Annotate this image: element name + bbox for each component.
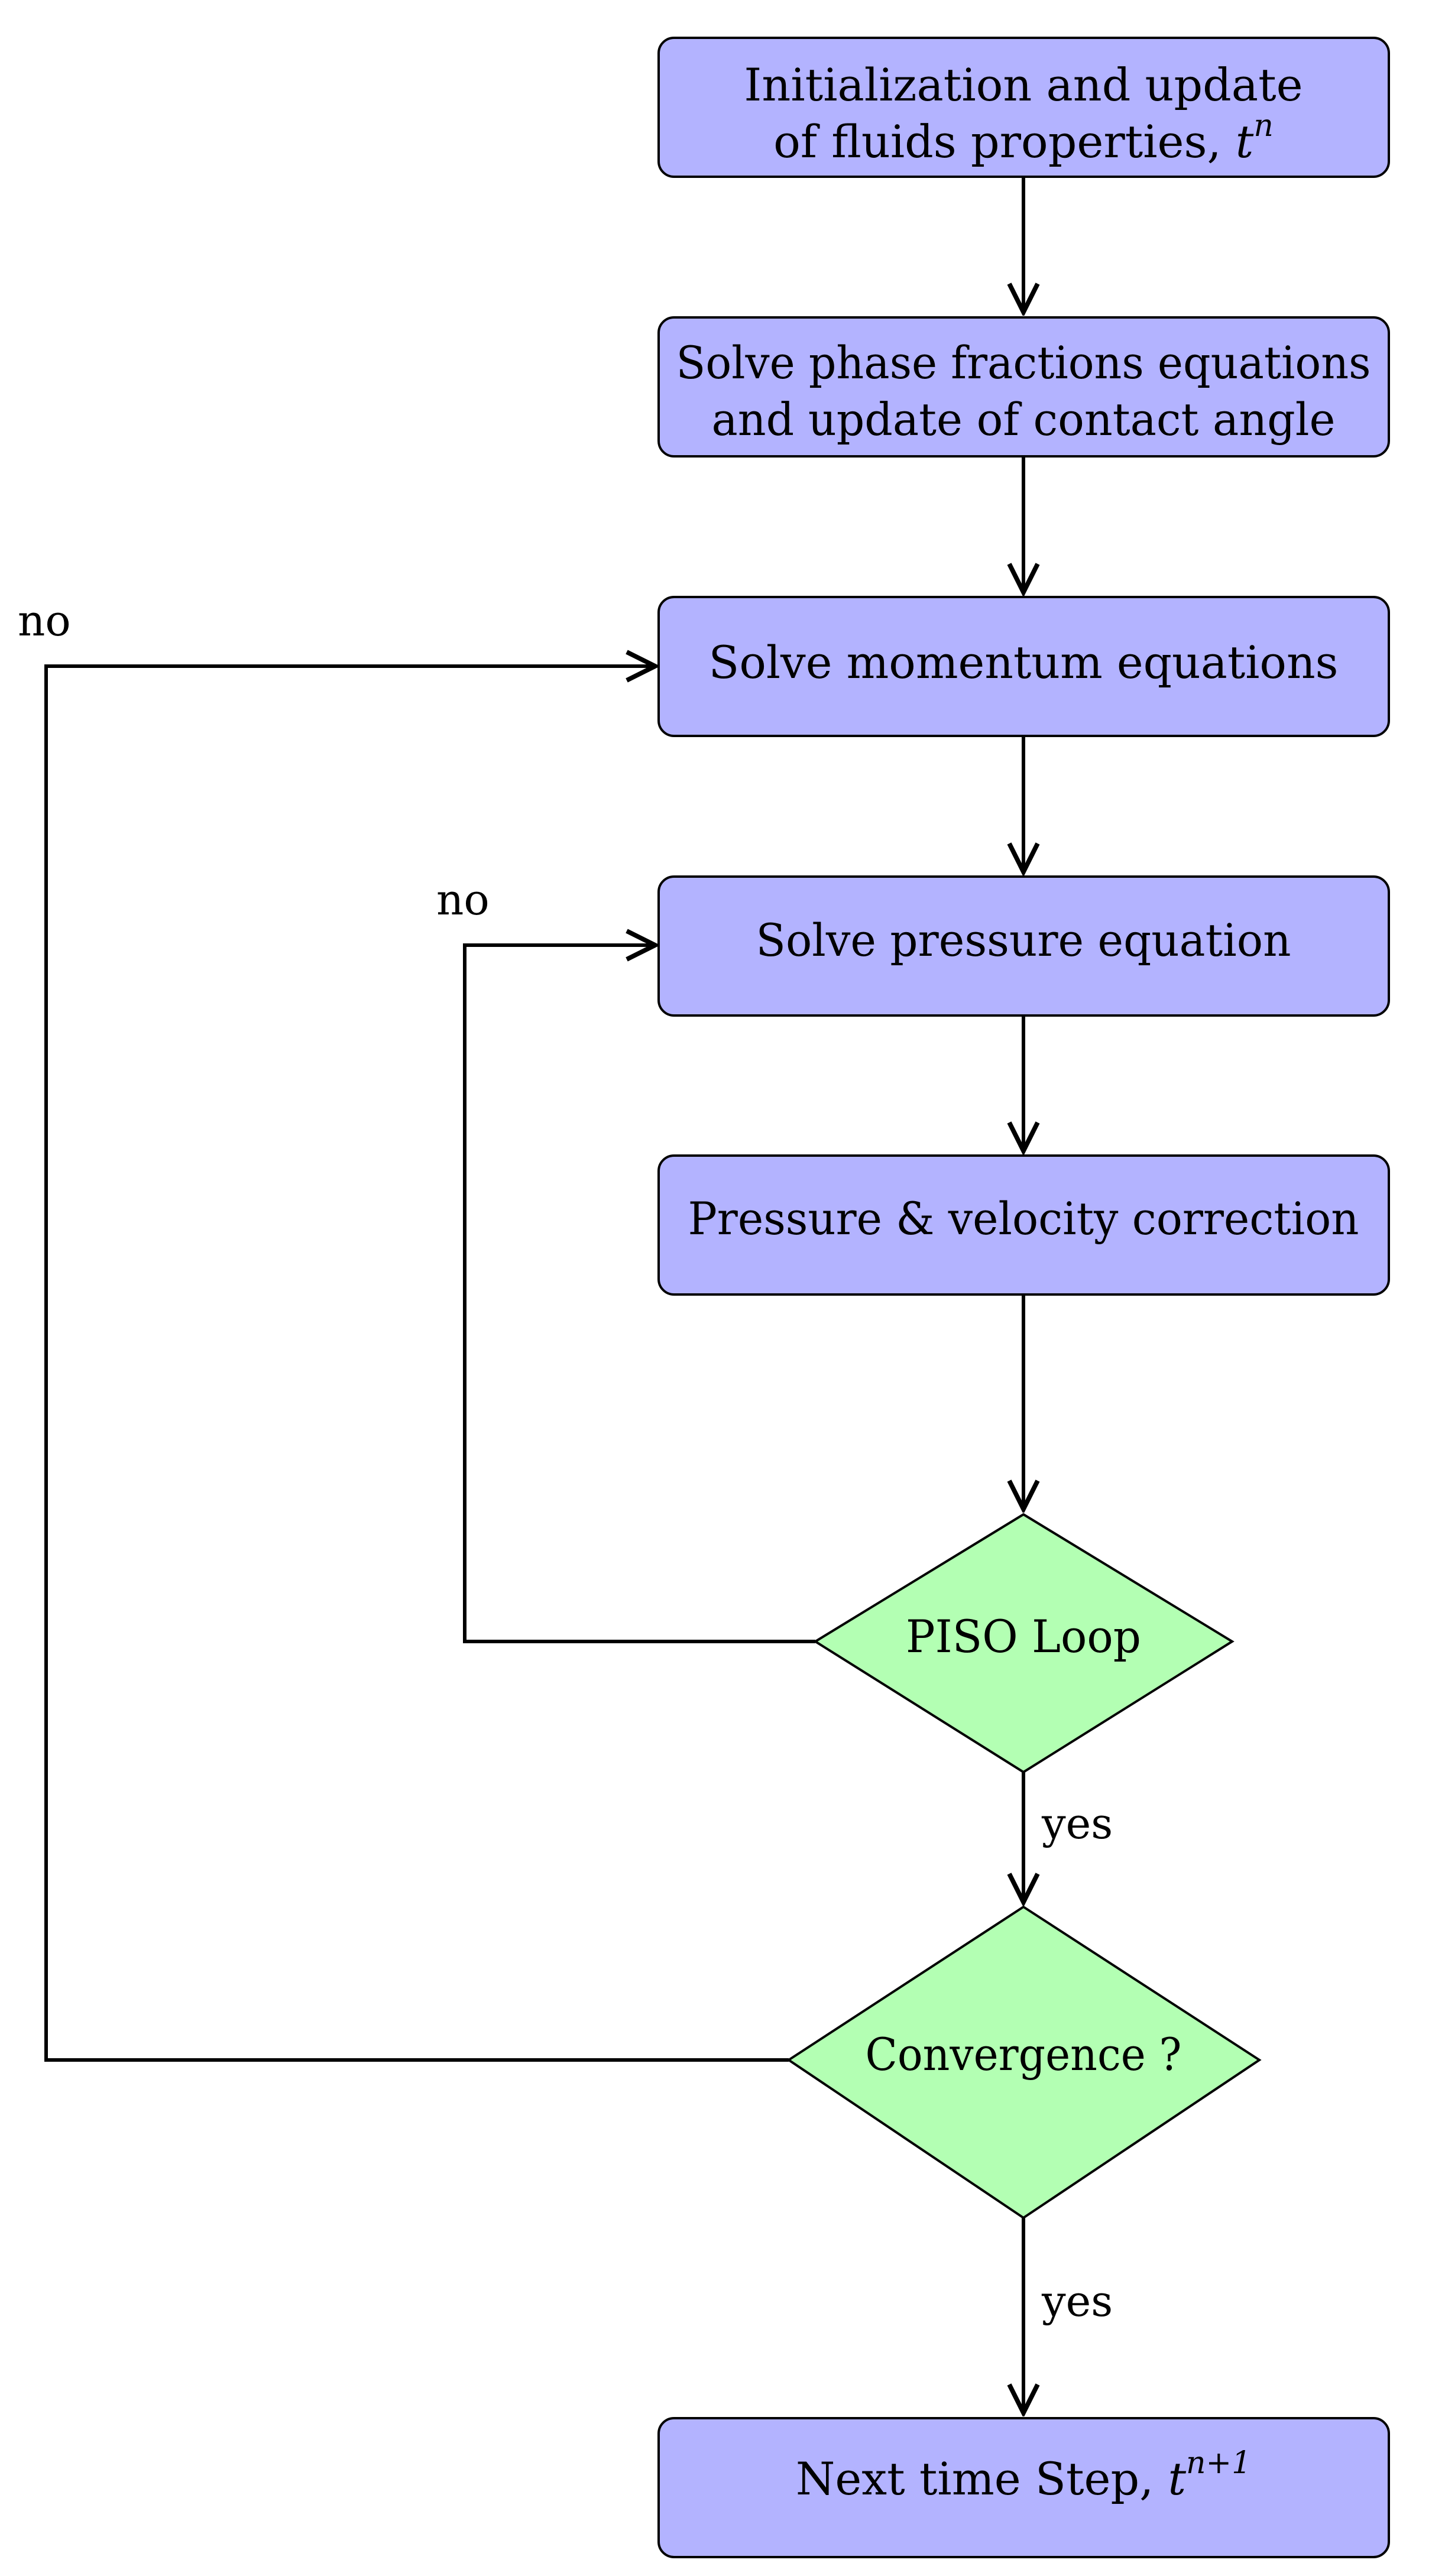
decision-piso-label: PISO Loop bbox=[906, 1610, 1141, 1663]
decision-convergence: Convergence ? bbox=[786, 1905, 1262, 2220]
decision-piso-diamond bbox=[813, 1513, 1235, 1774]
process-next: Next time Step, tn+1 bbox=[657, 2417, 1390, 2558]
process-pressure: Solve pressure equation bbox=[657, 875, 1390, 1017]
process-init: Initialization and update of fluids prop… bbox=[657, 37, 1390, 178]
process-init-label-line1: Initialization and update bbox=[744, 59, 1303, 111]
process-init-box bbox=[657, 37, 1390, 178]
decision-convergence-diamond bbox=[786, 1905, 1262, 2220]
process-next-label: Next time Step, tn+1 bbox=[796, 2445, 1251, 2506]
decision-convergence-label: Convergence ? bbox=[866, 2028, 1182, 2081]
process-pressure-label: Solve pressure equation bbox=[756, 914, 1291, 966]
edge-label-convergence-yes: yes bbox=[1041, 2276, 1113, 2326]
process-momentum: Solve momentum equations bbox=[657, 596, 1390, 737]
process-pressure-box bbox=[657, 875, 1390, 1017]
decision-piso: PISO Loop bbox=[813, 1513, 1235, 1774]
process-phase-box bbox=[657, 316, 1390, 458]
process-correction-label: Pressure & velocity correction bbox=[688, 1192, 1359, 1245]
process-correction: Pressure & velocity correction bbox=[657, 1154, 1390, 1296]
edge-label-piso-no: no bbox=[436, 875, 490, 924]
process-momentum-label: Solve momentum equations bbox=[709, 636, 1339, 689]
process-init-label-line2: of fluids properties, tn bbox=[773, 108, 1274, 168]
edge-label-piso-yes: yes bbox=[1041, 1799, 1113, 1848]
process-phase-label-line1: Solve phase fractions equations bbox=[676, 336, 1371, 389]
process-phase-label-line2: and update of contact angle bbox=[712, 393, 1336, 446]
process-momentum-box bbox=[657, 596, 1390, 737]
process-next-box bbox=[657, 2417, 1390, 2558]
edge-convergence-no-loop bbox=[44, 666, 789, 2062]
edges bbox=[44, 177, 1023, 2413]
process-correction-box bbox=[657, 1154, 1390, 1296]
edge-label-convergence-no: no bbox=[18, 596, 71, 645]
process-phase: Solve phase fractions equations and upda… bbox=[657, 316, 1390, 458]
edge-piso-no-loop bbox=[463, 945, 815, 1643]
